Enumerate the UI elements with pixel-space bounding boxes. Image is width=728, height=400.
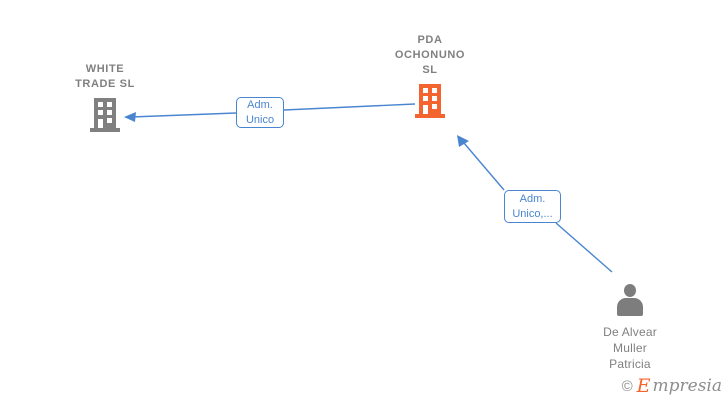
node-person[interactable]: De Alvear Muller Patricia xyxy=(580,284,680,372)
watermark-brand-rest: mpresia xyxy=(652,376,723,396)
building-icon xyxy=(415,84,445,118)
edge-label-adm-unico[interactable]: Adm. Unico xyxy=(236,97,284,128)
node-related-company[interactable]: WHITE TRADE SL xyxy=(55,62,155,132)
node-main-company-label: PDA OCHONUNO SL xyxy=(394,34,466,76)
node-related-company-label: WHITE TRADE SL xyxy=(75,63,135,90)
copyright-icon: © xyxy=(621,378,633,395)
node-person-label: De Alvear Muller Patricia xyxy=(603,325,657,371)
watermark-brand-initial: E xyxy=(636,375,651,397)
edge-label-adm-unico-mas[interactable]: Adm. Unico,... xyxy=(504,190,561,223)
building-icon xyxy=(90,98,120,132)
watermark-empresia: © E mpresia xyxy=(622,377,722,396)
arrowhead-icon xyxy=(457,135,469,147)
node-main-company[interactable]: PDA OCHONUNO SL xyxy=(380,33,480,118)
person-icon xyxy=(613,284,647,316)
